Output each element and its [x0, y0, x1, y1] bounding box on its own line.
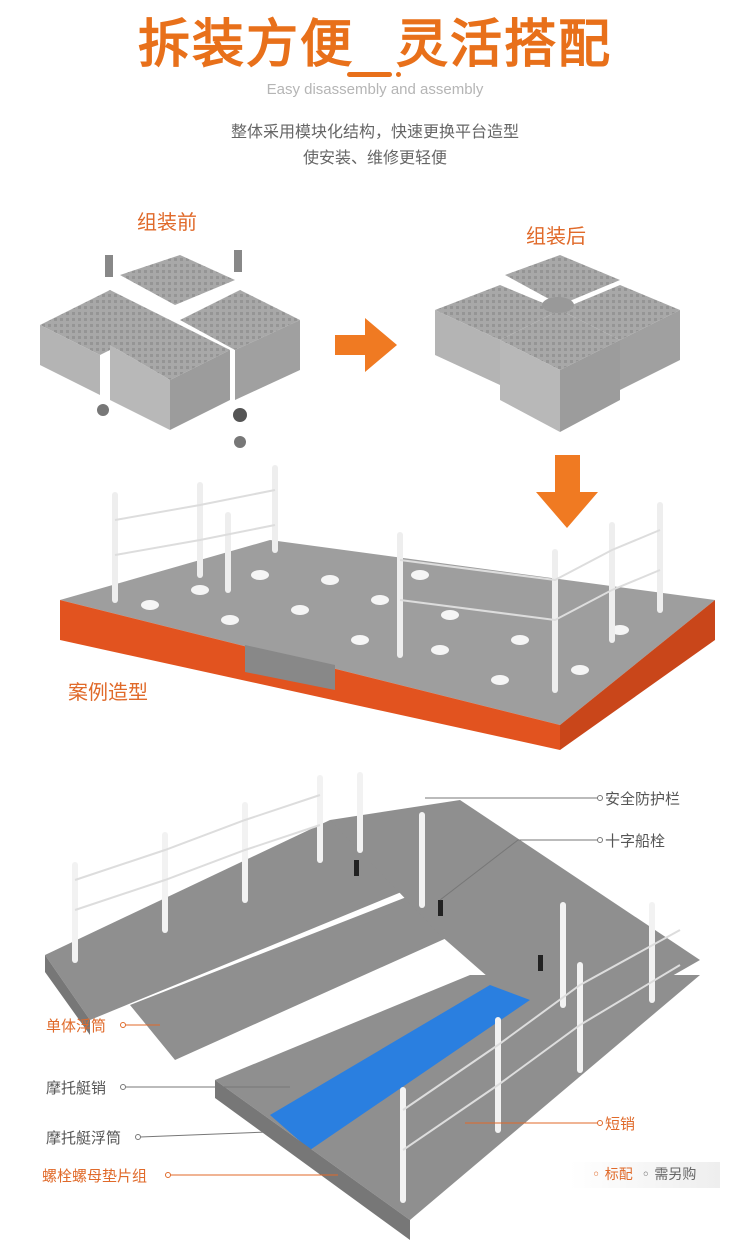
title-part1: 拆装方便: [137, 14, 354, 75]
legend-optional-dot-icon: ◦: [632, 1167, 655, 1183]
case-shape-label: 案例造型: [68, 680, 148, 704]
label-single-float: 单体浮筒: [46, 1017, 107, 1035]
legend-optional: 需另购: [654, 1167, 697, 1183]
before-assembly-label: 组装前: [137, 210, 197, 234]
title-divider: [347, 72, 392, 77]
subtitle-en: Easy disassembly and assembly: [266, 81, 484, 98]
title-divider-dot: [396, 72, 401, 77]
callout-lines: [125, 797, 600, 1176]
modules-before-image: [40, 250, 300, 448]
label-bolt-set: 螺栓螺母垫片组: [42, 1167, 148, 1185]
after-assembly-label: 组装后: [526, 224, 586, 248]
case-platform-image: [60, 465, 715, 750]
label-short-pin: 短销: [605, 1115, 636, 1133]
label-jetski-pin: 摩托艇销: [46, 1079, 107, 1097]
arrow-right-icon: [335, 318, 397, 372]
label-jetski-float: 摩托艇浮筒: [46, 1129, 122, 1147]
title-part2: 灵活搭配: [396, 14, 613, 75]
legend: ◦ 标配 ◦ 需另购: [570, 1162, 720, 1188]
description-line1: 整体采用模块化结构，快速更换平台造型: [230, 122, 519, 141]
arrow-down-icon: [536, 455, 598, 528]
label-cross-bollard: 十字船栓: [605, 832, 666, 850]
page-title: 拆装方便灵活搭配: [0, 2, 750, 77]
dock-diagram-image: [45, 772, 700, 1240]
legend-standard: 标配: [604, 1167, 633, 1183]
legend-standard-dot-icon: ◦: [592, 1167, 605, 1183]
description-line2: 使安装、维修更轻便: [302, 148, 447, 167]
label-railing: 安全防护栏: [605, 790, 681, 808]
modules-after-image: [435, 255, 680, 432]
